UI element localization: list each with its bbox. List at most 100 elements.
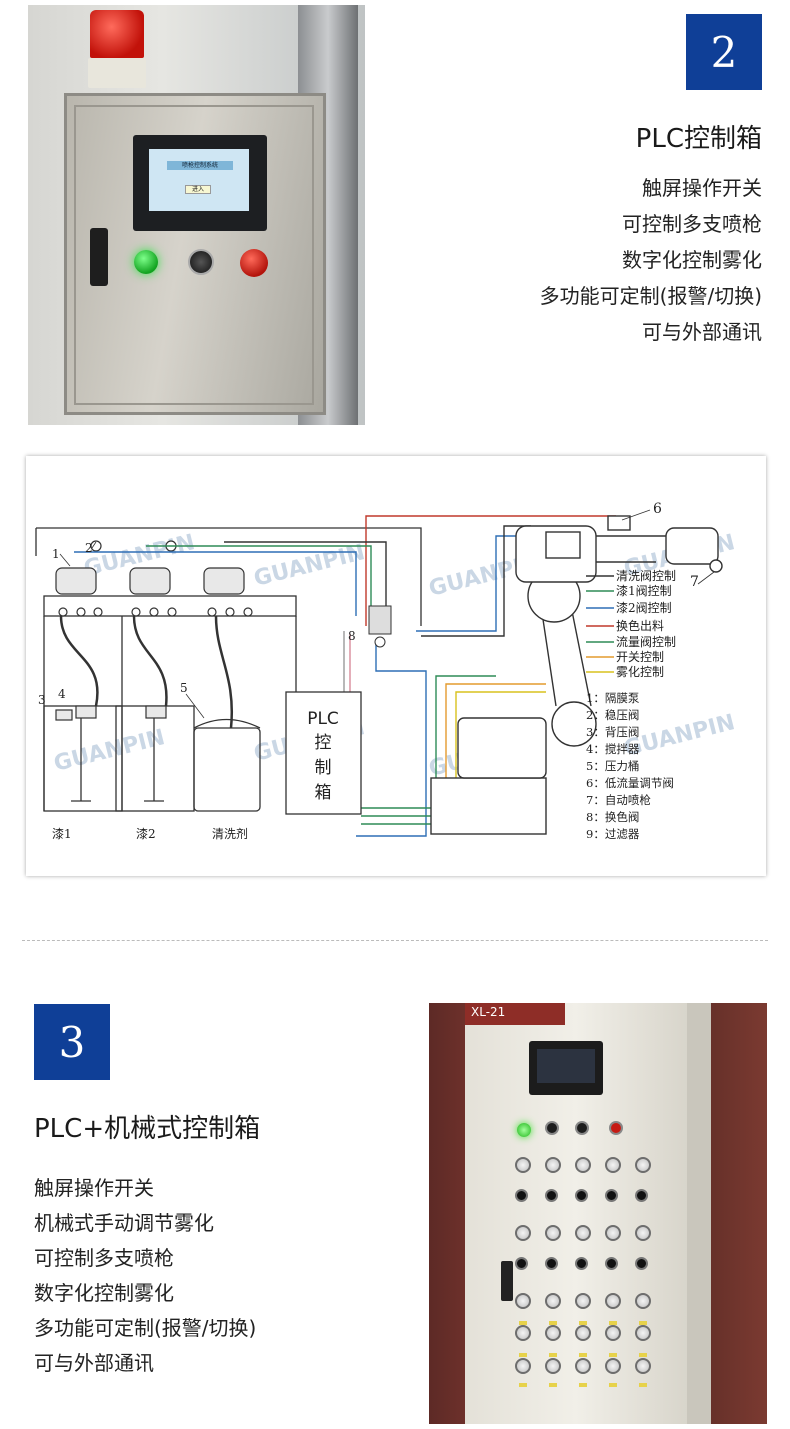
line-legend-item: 漆2阀控制: [616, 601, 672, 615]
pressure-gauge: [605, 1358, 621, 1374]
robot-lower-body: [457, 717, 547, 779]
pressure-gauge: [605, 1225, 621, 1241]
regulator-knob: [635, 1189, 648, 1202]
plc-box: [285, 691, 362, 815]
diaphragm-pump: [129, 567, 171, 595]
system-diagram-svg: GUANPIN GUANPIN GUANPIN GUANPIN GUANPIN …: [35, 501, 737, 841]
part-number: 1: [52, 547, 60, 561]
line-legend-item: 清洗阀控制: [616, 569, 676, 583]
color-change-valve: [368, 605, 392, 635]
back-pressure-valve: [55, 709, 73, 721]
feature-list: 触屏操作开关 可控制多支喷枪 数字化控制雾化 多功能可定制(报警/切换) 可与外…: [540, 170, 762, 350]
feature-item: 多功能可定制(报警/切换): [539, 284, 762, 308]
regulator-knob: [575, 1257, 588, 1270]
touch-screen: 喷枪控制系统 进入: [133, 135, 267, 231]
pressure-gauge: [515, 1225, 531, 1241]
cabinet-side: [687, 1003, 711, 1424]
indicator-tag: [609, 1383, 617, 1387]
feature-item: 可控制多支喷枪: [622, 212, 762, 236]
indicator-tag: [639, 1353, 647, 1357]
robot-base: [430, 777, 547, 835]
line-legend-item: 漆1阀控制: [616, 584, 672, 598]
regulator-knob: [575, 1189, 588, 1202]
pressure-gauge: [515, 1325, 531, 1341]
green-indicator: [517, 1123, 531, 1137]
tank-label: 漆1: [52, 827, 72, 841]
indicator-tag: [519, 1383, 527, 1387]
feature-item: 可与外部通讯: [642, 320, 762, 344]
parts-legend-item: 6：低流量调节阀: [586, 776, 674, 790]
pressure-gauge: [575, 1358, 591, 1374]
parts-legend-item: 1：隔膜泵: [586, 691, 640, 705]
pressure-gauge: [545, 1157, 561, 1173]
section-title: PLC控制箱: [635, 124, 762, 154]
pressure-gauge: [575, 1157, 591, 1173]
indicator-tag: [519, 1321, 527, 1325]
pressure-gauge: [635, 1157, 651, 1173]
parts-legend-item: 7：自动喷枪: [586, 793, 651, 807]
pressure-gauge: [635, 1358, 651, 1374]
regulator-knob: [635, 1257, 648, 1270]
pressure-gauge: [515, 1157, 531, 1173]
agitator-motor: [75, 705, 97, 719]
regulator-knob: [515, 1257, 528, 1270]
feature-item: 数字化控制雾化: [34, 1281, 174, 1305]
indicator-tag: [579, 1353, 587, 1357]
indicator-tag: [549, 1321, 557, 1325]
tank-label: 漆2: [136, 827, 156, 841]
pressure-gauge: [605, 1157, 621, 1173]
line-legend-item: 换色出料: [616, 619, 664, 633]
warning-lamp-base: [88, 58, 146, 88]
parts-legend-item: 2：稳压阀: [586, 708, 639, 722]
indicator-tag: [639, 1321, 647, 1325]
frame-line: [36, 527, 422, 626]
screen-title: 喷枪控制系统: [167, 161, 233, 170]
feature-item: 多功能可定制(报警/切换): [34, 1316, 257, 1340]
line-legend-item: 流量阀控制: [616, 635, 676, 649]
indicator-tag: [549, 1383, 557, 1387]
robot-arm-panel: [545, 531, 581, 559]
indicator-tag: [579, 1321, 587, 1325]
green-indicator: [134, 250, 158, 274]
regulator-knob: [545, 1189, 558, 1202]
door-handle: [90, 228, 108, 286]
touch-screen-display: [537, 1049, 595, 1083]
part-number: 4: [58, 687, 66, 701]
pressure-tank-lid: [193, 718, 261, 729]
part-number: 6: [653, 501, 662, 517]
box-door: [74, 105, 314, 405]
plc-label: PLC: [307, 709, 339, 729]
plc-mechanical-cabinet-photo: XL-21: [429, 1003, 767, 1424]
system-diagram: GUANPIN GUANPIN GUANPIN GUANPIN GUANPIN …: [26, 456, 766, 876]
feature-item: 可与外部通讯: [34, 1351, 154, 1375]
pressure-gauge: [635, 1325, 651, 1341]
pressure-gauge: [635, 1293, 651, 1309]
section-number-badge: 2: [686, 14, 762, 90]
agitator-shaft: [80, 706, 155, 801]
pressure-gauge: [575, 1325, 591, 1341]
diaphragm-pump: [203, 567, 245, 595]
touch-screen: [529, 1041, 603, 1095]
selector-switch: [575, 1121, 589, 1135]
touch-screen-display: 喷枪控制系统 进入: [149, 149, 249, 211]
parts-legend-item: 5：压力桶: [586, 759, 639, 773]
feature-item: 数字化控制雾化: [622, 248, 762, 272]
regulator-knob: [605, 1257, 618, 1270]
watermark-brand: GUANPIN: [251, 540, 367, 592]
indicator-tag: [609, 1321, 617, 1325]
pressure-gauge: [575, 1225, 591, 1241]
pressure-gauge: [635, 1225, 651, 1241]
indicator-tag: [609, 1353, 617, 1357]
pressure-tank: [193, 727, 261, 812]
pressure-gauge: [545, 1325, 561, 1341]
pressure-gauge: [515, 1358, 531, 1374]
warning-lamp: [90, 10, 144, 58]
pressure-gauge: [545, 1225, 561, 1241]
line-legend-item: 开关控制: [616, 650, 664, 664]
emergency-stop-button: [240, 249, 268, 277]
part-number: 3: [38, 693, 46, 707]
parts-legend-item: 4：搅拌器: [586, 742, 640, 756]
plc-label: 制: [315, 758, 332, 778]
feature-item: 触屏操作开关: [642, 176, 762, 200]
part-number: 5: [180, 681, 188, 695]
